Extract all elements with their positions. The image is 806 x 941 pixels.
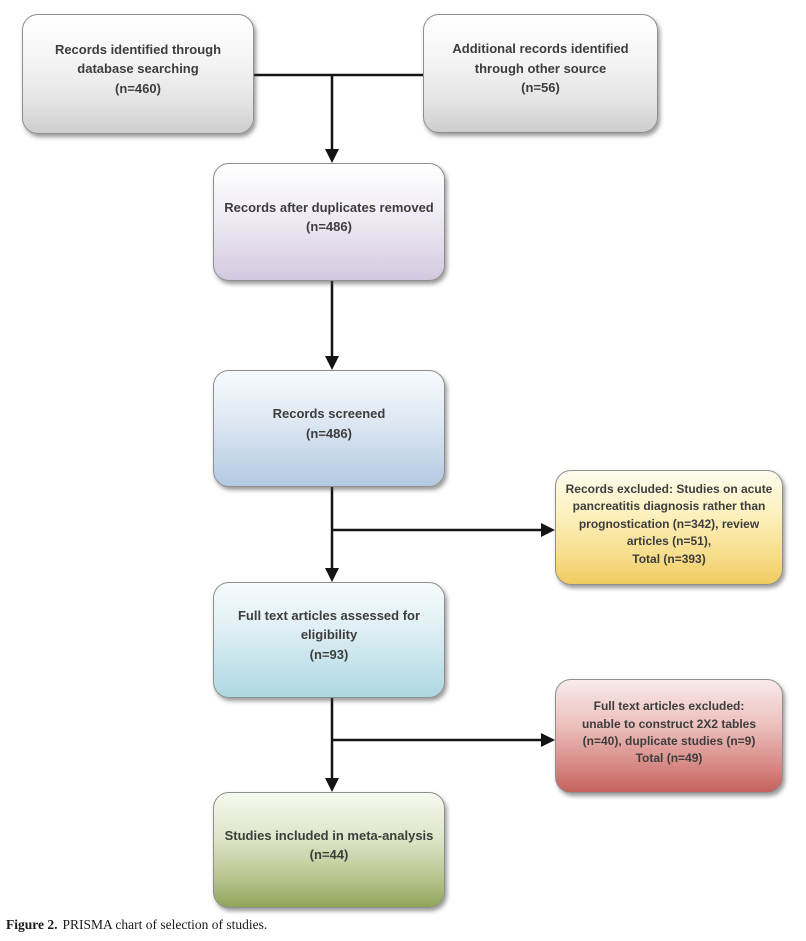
node-fulltext-assessed-eligibility: Full text articles assessed for eligibil… bbox=[213, 582, 445, 698]
node-studies-included-meta-analysis-text: Studies included in meta-analysis (n=44) bbox=[224, 827, 434, 863]
node-records-screened-text: Records screened (n=486) bbox=[272, 406, 386, 441]
figure-caption-label: Figure 2. bbox=[6, 917, 58, 932]
figure-caption-text: PRISMA chart of selection of studies. bbox=[62, 917, 268, 932]
node-additional-records-other-source-text: Additional records identified through ot… bbox=[452, 41, 629, 96]
arrowhead-screened-icon bbox=[325, 356, 339, 370]
arrowhead-fulltext-icon bbox=[325, 568, 339, 582]
node-records-after-duplicates-removed-text: Records after duplicates removed (n=486) bbox=[224, 199, 434, 235]
arrowhead-records-excluded-icon bbox=[541, 523, 555, 537]
arrowhead-fulltext-excluded-icon bbox=[541, 733, 555, 747]
figure-caption: Figure 2. PRISMA chart of selection of st… bbox=[6, 917, 267, 933]
node-records-excluded-text: Records excluded: Studies on acute pancr… bbox=[565, 482, 773, 566]
node-records-screened: Records screened (n=486) bbox=[213, 370, 445, 487]
node-records-after-duplicates-removed: Records after duplicates removed (n=486) bbox=[213, 163, 445, 281]
node-fulltext-assessed-eligibility-text: Full text articles assessed for eligibil… bbox=[237, 607, 421, 662]
node-fulltext-excluded: Full text articles excluded: unable to c… bbox=[555, 679, 783, 793]
arrowhead-duplicates-icon bbox=[325, 149, 339, 163]
arrowhead-included-icon bbox=[325, 778, 339, 792]
node-records-identified-database-text: Records identified through database sear… bbox=[54, 41, 222, 96]
node-records-excluded: Records excluded: Studies on acute pancr… bbox=[555, 470, 783, 585]
node-studies-included-meta-analysis: Studies included in meta-analysis (n=44) bbox=[213, 792, 445, 908]
node-fulltext-excluded-text: Full text articles excluded: unable to c… bbox=[581, 699, 757, 766]
node-records-identified-database: Records identified through database sear… bbox=[22, 14, 254, 134]
node-additional-records-other-source: Additional records identified through ot… bbox=[423, 14, 658, 133]
